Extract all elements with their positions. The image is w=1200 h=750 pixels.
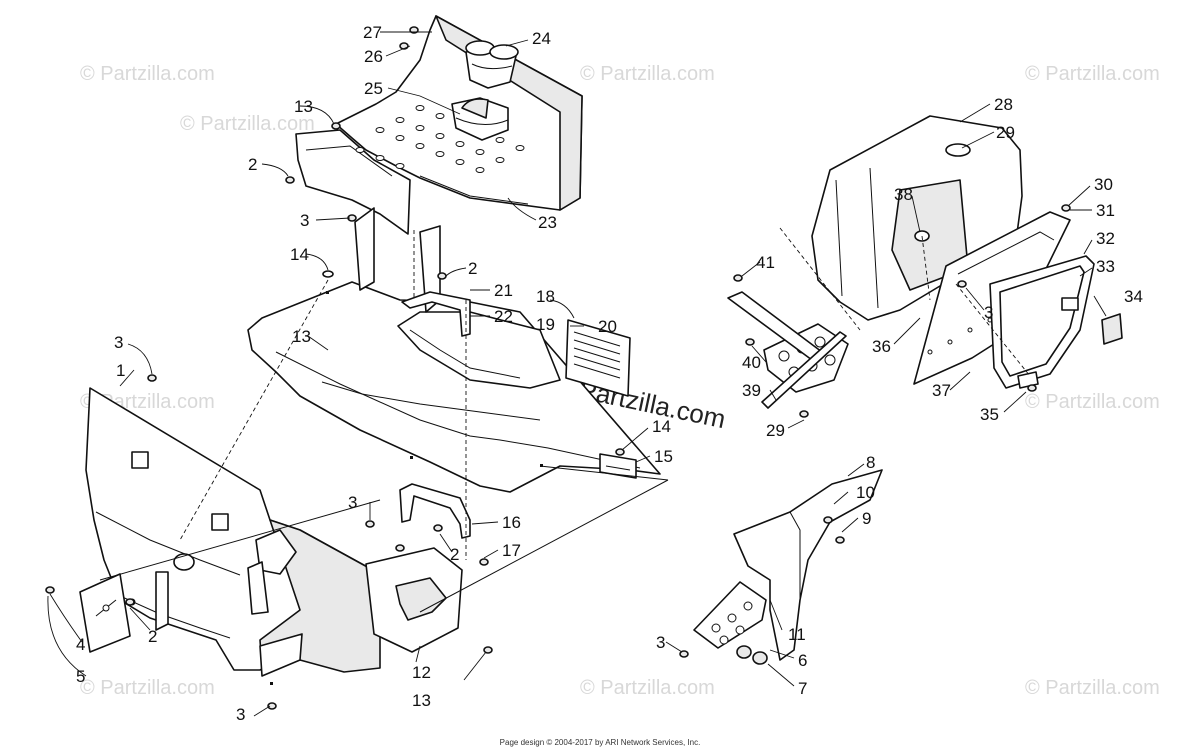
callout-label: 2 xyxy=(468,259,477,278)
callout-label: 35 xyxy=(980,405,999,424)
watermark: © Partzilla.com xyxy=(80,63,215,85)
callout-label: 2 xyxy=(248,155,257,174)
callout-label: 26 xyxy=(364,47,383,66)
assembly-lines xyxy=(99,227,1031,613)
callout-label: 33 xyxy=(1096,257,1115,276)
callout-label: 14 xyxy=(290,245,309,264)
callout-label: 9 xyxy=(862,509,871,528)
floor-pan xyxy=(247,207,661,493)
callout-label: 5 xyxy=(76,667,85,686)
watermark: © Partzilla.com xyxy=(1025,63,1160,85)
callout-label: 1 xyxy=(116,361,125,380)
callout-label: 34 xyxy=(1124,287,1143,306)
watermark: © Partzilla.com xyxy=(1025,391,1160,413)
callout-label: 11 xyxy=(788,625,806,644)
bracket-15 xyxy=(599,453,637,479)
callout-label: 16 xyxy=(502,513,521,532)
callout-label: 8 xyxy=(866,453,875,472)
page-footer: Page design © 2004-2017 by ARI Network S… xyxy=(499,738,701,747)
watermark: © Partzilla.com xyxy=(580,677,715,699)
callout-label: 37 xyxy=(932,381,951,400)
side-cover-12 xyxy=(365,547,463,653)
callout-label: 30 xyxy=(1094,175,1113,194)
callout-label: 29 xyxy=(996,123,1015,142)
fender-flap xyxy=(733,469,883,661)
watermark-layer: © Partzilla.com © Partzilla.com © Partzi… xyxy=(80,63,1160,699)
callout-label: 31 xyxy=(1096,201,1115,220)
callout-label: 3 xyxy=(300,211,309,230)
callout-label: 3 xyxy=(984,303,993,322)
callout-label: 40 xyxy=(742,353,761,372)
tray-holes xyxy=(355,105,525,173)
callout-label: 24 xyxy=(532,29,551,48)
callout-label: 6 xyxy=(798,651,807,670)
callout-label: 17 xyxy=(502,541,521,560)
callout-label: 13 xyxy=(412,691,431,710)
callout-label: 3 xyxy=(348,493,357,512)
watermark: © Partzilla.com xyxy=(580,63,715,85)
leader-lines xyxy=(47,31,1107,717)
front-panel xyxy=(85,387,381,685)
bracket-21-22 xyxy=(401,291,471,337)
watermark: © Partzilla.com xyxy=(180,113,315,135)
callout-label: 4 xyxy=(76,635,85,654)
latch-34 xyxy=(1101,313,1123,345)
callout-label: 3 xyxy=(236,705,245,724)
callout-label: 7 xyxy=(798,679,807,698)
upper-storage-tray xyxy=(295,15,583,235)
callout-label: 27 xyxy=(363,23,382,42)
callout-label: 13 xyxy=(294,97,313,116)
watermark: © Partzilla.com xyxy=(80,677,215,699)
cup-holder-lower xyxy=(451,97,509,141)
callout-label: 22 xyxy=(494,307,513,326)
callout-label: 36 xyxy=(872,337,891,356)
hinge-35 xyxy=(1017,371,1039,389)
callout-label: 20 xyxy=(598,317,617,336)
callout-label: 23 xyxy=(538,213,557,232)
callout-label: 19 xyxy=(536,315,555,334)
bracket-16 xyxy=(399,483,471,539)
support-bracket xyxy=(727,291,849,409)
callout-label: 32 xyxy=(1096,229,1115,248)
callout-labels: 27 26 24 25 13 2 23 3 14 2 21 22 18 19 2… xyxy=(76,23,1143,724)
callout-label: 38 xyxy=(894,185,913,204)
decal-plate xyxy=(565,319,631,397)
callout-label: 12 xyxy=(412,663,431,682)
callout-label: 14 xyxy=(652,417,671,436)
callout-label: 41 xyxy=(756,253,775,272)
door-gasket xyxy=(989,255,1095,389)
callout-label: 18 xyxy=(536,287,555,306)
callout-label: 21 xyxy=(494,281,513,300)
callout-label: 3 xyxy=(114,333,123,352)
callout-label: 2 xyxy=(148,627,157,646)
callout-label: 15 xyxy=(654,447,673,466)
callout-label: 25 xyxy=(364,79,383,98)
hardware xyxy=(45,26,1071,710)
callout-label: 10 xyxy=(856,483,875,502)
watermark: © Partzilla.com xyxy=(1025,677,1160,699)
callout-label: 28 xyxy=(994,95,1013,114)
callout-label: 39 xyxy=(742,381,761,400)
callout-label: 13 xyxy=(292,327,311,346)
callout-label: 2 xyxy=(450,545,459,564)
callout-label: 29 xyxy=(766,421,785,440)
callout-label: 3 xyxy=(656,633,665,652)
mounting-plate xyxy=(693,581,767,659)
cup-holder-upper xyxy=(465,40,519,89)
